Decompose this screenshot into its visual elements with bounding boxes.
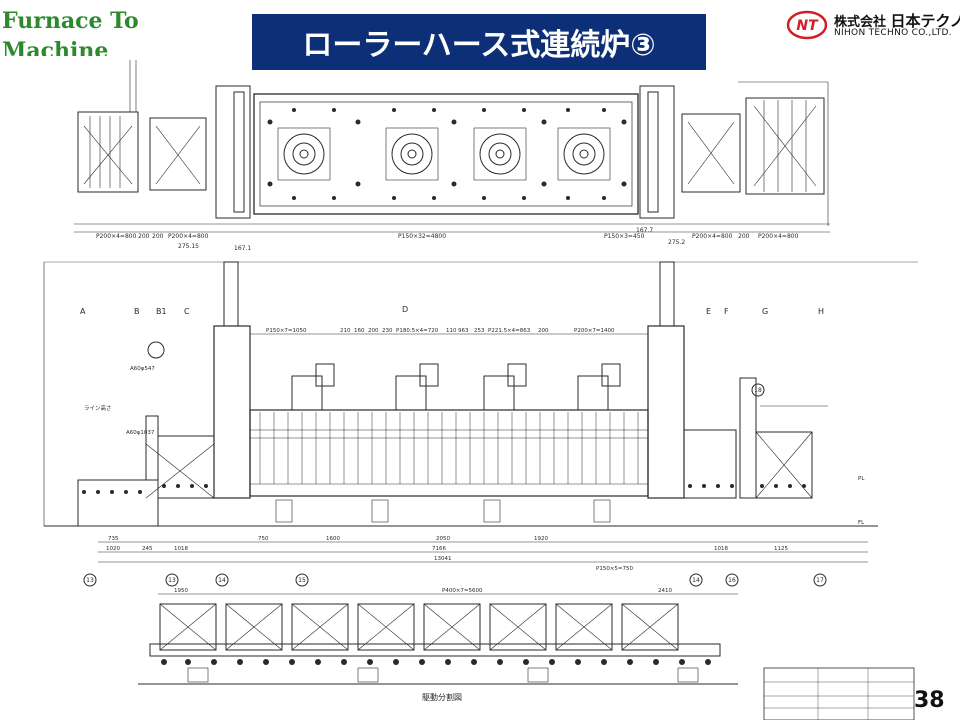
dim-mid-7: 110 <box>446 328 457 334</box>
dim-top-3: 200 <box>152 233 164 240</box>
logo-jp-prefix: 株式会社 <box>834 15 887 30</box>
slide-title: ローラーハース式連続炉③ <box>302 28 656 63</box>
dim-top-12: 167.7 <box>636 227 653 234</box>
dim-bottom-3: 245 <box>142 546 153 552</box>
dim-mid-2: 210 <box>340 328 351 334</box>
burner-unit <box>288 363 621 411</box>
side-label-1: A60φ1037 <box>126 430 155 436</box>
balloon-2: 13 <box>168 577 176 584</box>
burner-motor <box>277 127 331 181</box>
side-label-fl: FL <box>858 520 865 526</box>
dim-top-8: 200 <box>738 233 750 240</box>
dim-mid-3: 160 <box>354 328 365 334</box>
dim-mid-6: P180.5×4=720 <box>396 328 439 334</box>
dim-mid-12: P200×7=1400 <box>574 328 615 334</box>
dim-top-5: P150×32=4800 <box>398 233 446 240</box>
dim-bottom-4: 1018 <box>174 546 188 552</box>
company-logo: NT 株式会社 日本テクノ NIHON TECHNO CO.,LTD. <box>786 8 960 42</box>
dim-top-4: P200×4=800 <box>168 233 209 240</box>
dim-mid-9: 253 <box>474 328 485 334</box>
dim-top-9: P200×4=800 <box>758 233 799 240</box>
section-mark-b1: B1 <box>156 307 167 316</box>
dim-bottom-9: 1018 <box>714 546 728 552</box>
section-mark-f: F <box>724 307 729 316</box>
brand-line-1: Furnace To <box>2 8 139 34</box>
dim-mid-8: 963 <box>458 328 469 334</box>
bottom-dim-2: P400×7=5600 <box>442 588 483 594</box>
dim-top-6: P150×3=450 <box>604 233 645 240</box>
dim-bottom-1: 735 <box>108 536 119 542</box>
section-mark-a: A <box>80 307 86 316</box>
side-label-2: A60φ547 <box>130 366 155 372</box>
dim-bottom-10: 7166 <box>432 546 446 552</box>
balloon-5: 14 <box>692 577 700 584</box>
dim-bottom-7: 2050 <box>436 536 450 542</box>
side-label-3: ライン高さ <box>84 404 112 412</box>
dim-bottom-11: 13041 <box>434 556 452 562</box>
balloon-8: 18 <box>754 387 762 394</box>
drawing-caption: 駆動分割図 <box>422 692 462 702</box>
dim-bottom-5: 750 <box>258 536 269 542</box>
dim-mid-5: 230 <box>382 328 393 334</box>
dim-top-11: 275.2 <box>668 239 685 246</box>
bottom-dim-3: 2410 <box>658 588 672 594</box>
dim-bottom-8: 1920 <box>534 536 548 542</box>
dim-mid-4: 200 <box>368 328 379 334</box>
brand-text: Furnace To Machine <box>2 6 152 56</box>
title-banner: ローラーハース式連続炉③ <box>252 14 706 70</box>
nt-logo-icon: NT <box>786 10 828 40</box>
brand-line-2: Machine <box>2 38 109 56</box>
plan-view: P200×4=800 200 200 P200×4=800 P150×32=48… <box>74 60 830 252</box>
engineering-drawing: P200×4=800 200 200 P200×4=800 P150×32=48… <box>43 60 918 720</box>
dim-bottom-12: 1125 <box>774 546 788 552</box>
section-mark-e: E <box>706 307 711 316</box>
dim-mid-10: P221.5×4=863 <box>488 328 531 334</box>
balloon-4: 15 <box>298 577 306 584</box>
balloon-1: 13 <box>86 577 94 584</box>
section-mark-h: H <box>818 307 824 316</box>
section-mark-g: G <box>762 307 768 316</box>
dim-top-13: 167.1 <box>234 245 251 252</box>
balloon-7: 17 <box>816 577 824 584</box>
dim-top-10: 275.15 <box>178 243 199 250</box>
dim-top-2: 200 <box>138 233 150 240</box>
balloon-3: 14 <box>218 577 226 584</box>
drive-division-view: 1950 P400×7=5600 2410 <box>138 588 915 720</box>
section-mark-b: B <box>134 307 140 316</box>
section-mark-c: C <box>184 307 190 316</box>
elevation-view: A B B1 C D E F G H P150×7=1050 210 160 2… <box>43 261 918 587</box>
dim-bottom-6: 1600 <box>326 536 340 542</box>
dim-bottom-13: P150×5=750 <box>596 566 634 572</box>
dim-bottom-2: 1020 <box>106 546 120 552</box>
side-label-pl: PL <box>858 476 865 482</box>
logo-japanese-name: 株式会社 日本テクノ <box>834 10 960 31</box>
page-number: 38 <box>914 688 945 713</box>
logo-english-name: NIHON TECHNO CO.,LTD. <box>834 28 952 38</box>
dim-mid-1: P150×7=1050 <box>266 328 307 334</box>
balloon-6: 16 <box>728 577 736 584</box>
bottom-dim-1: 1950 <box>174 588 188 594</box>
logo-jp-name: 日本テクノ <box>890 12 960 30</box>
logo-mark-text: NT <box>796 18 819 34</box>
dim-top-7: P200×4=800 <box>692 233 733 240</box>
dim-mid-11: 200 <box>538 328 549 334</box>
dim-top-1: P200×4=800 <box>96 233 137 240</box>
section-mark-d: D <box>402 305 408 314</box>
